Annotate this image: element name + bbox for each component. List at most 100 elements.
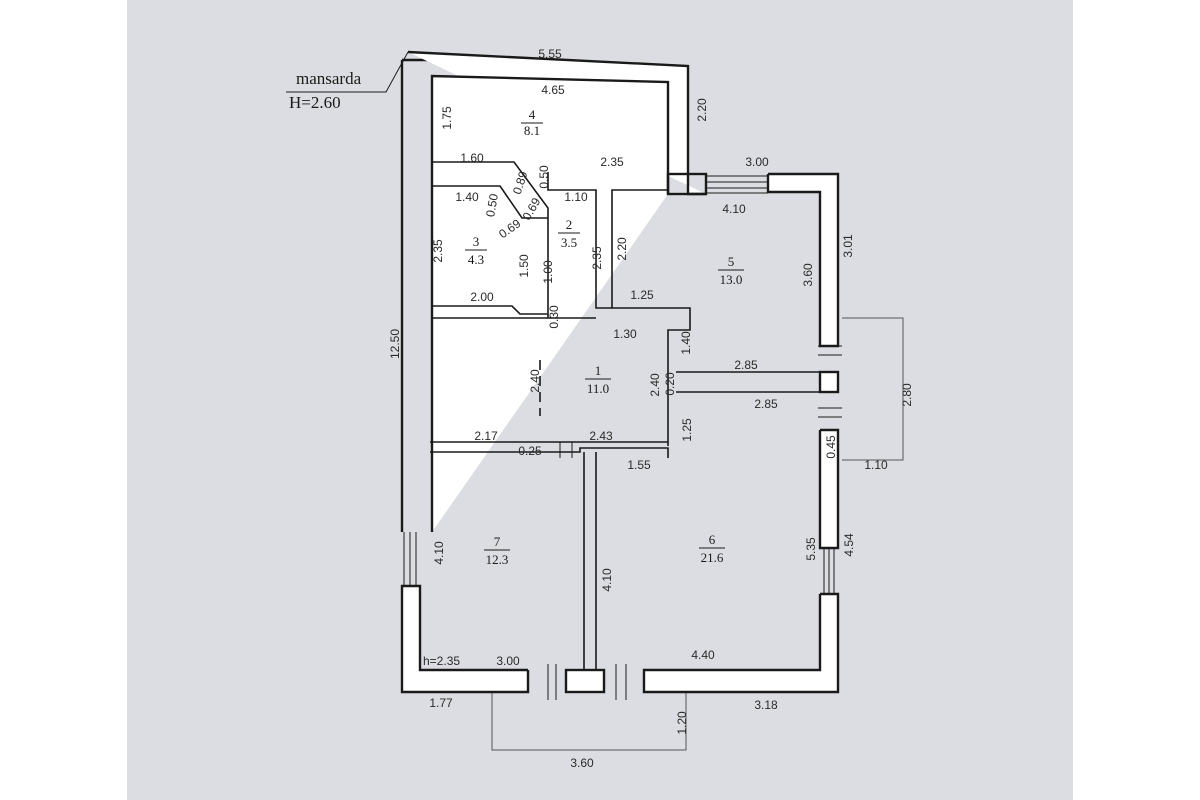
window-right bbox=[823, 548, 835, 594]
partition-r2-upper bbox=[547, 172, 668, 309]
wall-bottom-left bbox=[400, 584, 530, 694]
wall-notch-left bbox=[666, 172, 708, 196]
wall-inner-top-line bbox=[430, 74, 670, 532]
svg-text:13.0: 13.0 bbox=[720, 272, 743, 287]
room-3-label: 34.3 bbox=[465, 234, 487, 267]
dim-r1-right: 2.40 bbox=[648, 373, 662, 397]
dim-r6-right: 5.35 bbox=[804, 537, 818, 561]
dim-r5-left: 2.20 bbox=[615, 237, 629, 261]
dim-r7-bottom: 3.00 bbox=[496, 654, 520, 668]
partition-r5-bottom bbox=[612, 307, 691, 446]
svg-text:3: 3 bbox=[473, 234, 480, 249]
dim-top-outer: 5.55 bbox=[538, 47, 562, 61]
partition-r1-bottom-b bbox=[430, 447, 669, 458]
room-6-label: 621.6 bbox=[699, 532, 725, 565]
partition-r4-bottom bbox=[432, 161, 596, 319]
dim-125-b: 1.25 bbox=[680, 418, 694, 442]
dim-150: 1.50 bbox=[517, 254, 531, 278]
dim-porch-width: 3.60 bbox=[570, 756, 594, 770]
svg-text:6: 6 bbox=[709, 532, 716, 547]
side-porch-outline bbox=[842, 317, 904, 461]
dim-140: 1.40 bbox=[455, 190, 479, 204]
svg-text:4: 4 bbox=[529, 107, 536, 122]
dim-030: 0.30 bbox=[547, 305, 561, 329]
window-left bbox=[403, 532, 417, 586]
svg-text:8.1: 8.1 bbox=[524, 123, 540, 138]
dim-r5-in-top: 4.10 bbox=[722, 202, 746, 216]
room-5-label: 513.0 bbox=[718, 254, 744, 287]
dim-r4-left: 1.75 bbox=[440, 106, 454, 130]
dim-110: 1.10 bbox=[564, 190, 588, 204]
dim-110-b: 1.10 bbox=[864, 458, 888, 472]
partition-r3-bottom bbox=[432, 305, 548, 315]
dim-r3-left: 2.35 bbox=[431, 239, 445, 263]
dim-pass-bot: 2.85 bbox=[754, 397, 778, 411]
dim-025: 0.25 bbox=[518, 444, 542, 458]
svg-text:1: 1 bbox=[595, 363, 602, 378]
door-ticks bbox=[547, 232, 842, 700]
dim-r1-bot-a: 2.17 bbox=[474, 429, 498, 443]
dim-r5-out-right: 3.01 bbox=[841, 234, 855, 258]
dim-out-bot-left: 1.77 bbox=[429, 696, 453, 710]
wall-outer-right-top bbox=[766, 172, 840, 348]
header-leader bbox=[286, 51, 409, 93]
dim-r4-top: 4.65 bbox=[541, 83, 565, 97]
dim-notch-h: 2.20 bbox=[695, 98, 709, 122]
svg-text:2: 2 bbox=[566, 217, 573, 232]
dim-porch-right: 2.80 bbox=[900, 383, 914, 407]
dim-r2-mid: 2.35 bbox=[590, 246, 604, 270]
room-labels: 48.1 23.5 34.3 513.0 111.0 712.3 621.6 bbox=[465, 107, 744, 567]
floor-height-note: h=2.35 bbox=[423, 654, 460, 668]
wall-outer-right-low bbox=[642, 592, 840, 694]
svg-text:3.5: 3.5 bbox=[561, 235, 577, 250]
dim-089: 0.89 bbox=[510, 169, 531, 196]
dim-r5-in-right: 3.60 bbox=[801, 263, 815, 287]
dim-r7-left: 4.10 bbox=[432, 541, 446, 565]
room-7-label: 712.3 bbox=[484, 534, 510, 567]
dim-140-b: 1.40 bbox=[679, 331, 693, 355]
room-2-label: 23.5 bbox=[558, 217, 580, 250]
svg-text:12.3: 12.3 bbox=[486, 552, 509, 567]
dim-outer-left: 12.50 bbox=[388, 329, 402, 359]
partition-r3-top bbox=[432, 185, 548, 219]
dim-045: 0.45 bbox=[824, 435, 838, 459]
dim-r5-out-top: 3.00 bbox=[745, 155, 769, 169]
walls bbox=[400, 50, 840, 694]
room-4-label: 48.1 bbox=[521, 107, 543, 138]
dim-125-a: 1.25 bbox=[630, 288, 654, 302]
dim-100: 1.00 bbox=[541, 260, 555, 284]
dim-155: 1.55 bbox=[627, 458, 651, 472]
dim-r1-bot-b: 2.43 bbox=[589, 429, 613, 443]
dimension-labels-horizontal: 5.55 4.65 1.60 2.35 3.00 1.40 1.10 4.10 … bbox=[429, 47, 888, 770]
dim-out-bot-right: 3.18 bbox=[754, 698, 778, 712]
window-top bbox=[706, 175, 768, 194]
dim-pass-top: 2.85 bbox=[734, 358, 758, 372]
height-label: H=2.60 bbox=[289, 93, 341, 112]
partition-r7-r6 bbox=[583, 452, 597, 671]
wall-bottom-pier bbox=[564, 668, 606, 694]
dim-porch-depth: 1.20 bbox=[675, 711, 689, 735]
dim-r6-bottom: 4.40 bbox=[691, 648, 715, 662]
room-1-label: 111.0 bbox=[585, 363, 611, 396]
svg-text:11.0: 11.0 bbox=[587, 381, 609, 396]
dim-050-a: 0.50 bbox=[483, 192, 501, 218]
front-porch-outline bbox=[491, 692, 687, 751]
porch-outlines bbox=[491, 317, 904, 751]
wall-outer-right-mid bbox=[818, 428, 840, 550]
svg-text:4.3: 4.3 bbox=[468, 252, 484, 267]
dim-130: 1.30 bbox=[613, 327, 637, 341]
svg-text:7: 7 bbox=[494, 534, 501, 549]
svg-text:5: 5 bbox=[728, 254, 735, 269]
wall-right-pier bbox=[818, 370, 840, 394]
mansarda-label: mansarda bbox=[296, 69, 362, 88]
svg-text:21.6: 21.6 bbox=[701, 550, 724, 565]
windows bbox=[403, 175, 842, 700]
dim-r1-left: 2.40 bbox=[528, 369, 542, 393]
dim-r7-mid: 4.10 bbox=[600, 568, 614, 592]
dim-outer-right: 4.54 bbox=[842, 533, 856, 557]
dim-r2-top-b: 0.50 bbox=[537, 165, 551, 189]
dim-020: 0.20 bbox=[663, 372, 677, 396]
dim-r2-top-c: 2.35 bbox=[600, 155, 624, 169]
dim-r3-bottom: 2.00 bbox=[470, 290, 494, 304]
